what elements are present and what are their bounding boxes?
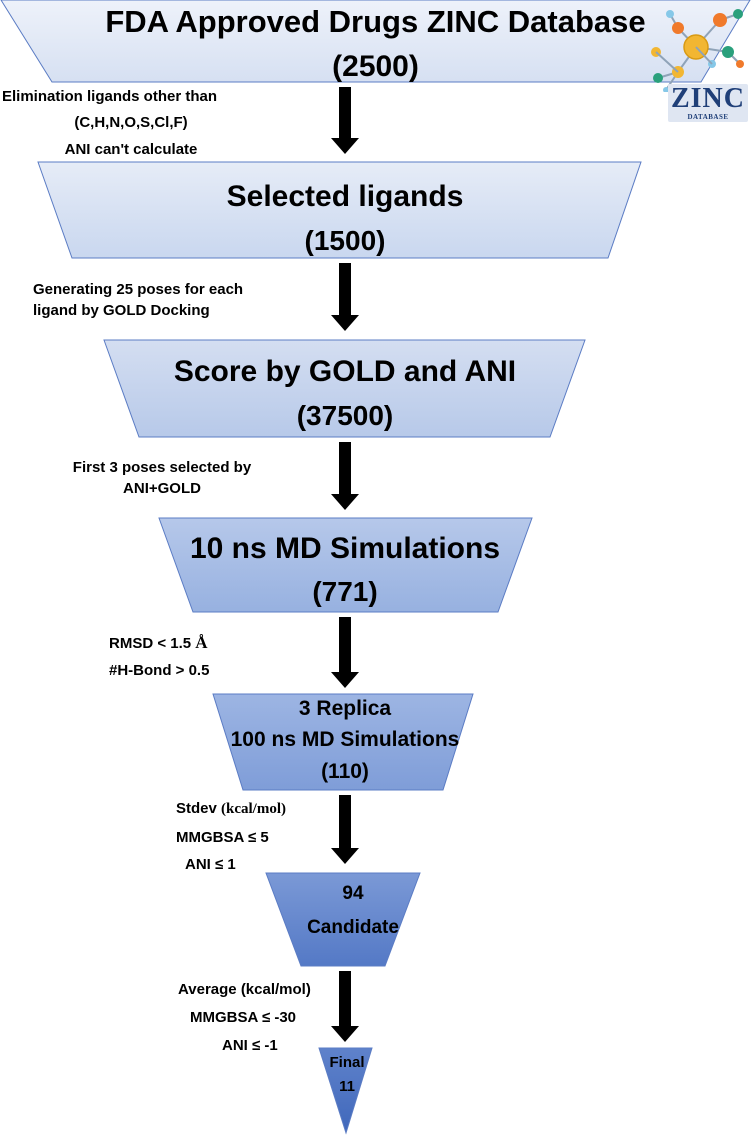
- stage-6-count: 94: [342, 883, 364, 904]
- funnel-stage-7: [318, 1047, 373, 1135]
- zinc-logo-subtext: DATABASE: [687, 113, 729, 121]
- down-arrow-icon-4: [331, 617, 359, 688]
- stage-5-count: (110): [321, 760, 369, 783]
- down-arrow-icon-2: [331, 263, 359, 331]
- stage-6-title: Candidate: [307, 917, 399, 938]
- down-arrow-icon-3: [331, 442, 359, 510]
- criteria-5-unit: (kcal/mol): [221, 801, 287, 817]
- funnel-stage-5: [212, 693, 474, 791]
- criteria-4-line1: RMSD < 1.5 Å: [109, 633, 208, 653]
- funnel-stage-3: [103, 339, 586, 438]
- criteria-2-line1: Generating 25 poses for each: [33, 281, 244, 298]
- stage-1-title: FDA Approved Drugs ZINC Database: [105, 4, 646, 39]
- criteria-5-line2: MMGBSA ≤ 5: [176, 829, 269, 846]
- criteria-4-rmsd: RMSD < 1.5: [109, 635, 196, 652]
- stage-2-title: Selected ligands: [226, 180, 464, 213]
- criteria-2-line2: ligand by GOLD Docking: [33, 302, 210, 319]
- funnel-stage-4: [158, 517, 533, 613]
- zinc-logo: ZINC DATABASE: [640, 2, 750, 124]
- stage-5-title-line1: 3 Replica: [298, 697, 392, 720]
- stage-4-title: 10 ns MD Simulations: [189, 532, 501, 565]
- criteria-6-line1: Average (kcal/mol): [178, 981, 311, 998]
- criteria-4-angstrom: Å: [195, 633, 208, 652]
- down-arrow-icon-5: [331, 795, 359, 864]
- criteria-5-stdev: Stdev: [176, 800, 222, 817]
- down-arrow-icon-1: [331, 87, 359, 154]
- down-arrow-icon-6: [331, 971, 359, 1042]
- criteria-4-line2: #H-Bond > 0.5: [109, 662, 210, 679]
- criteria-6-line2: MMGBSA ≤ -30: [190, 1009, 297, 1026]
- criteria-1-line2: (C,H,N,O,S,Cl,F): [74, 114, 188, 131]
- stage-7-count: 11: [339, 1078, 355, 1095]
- criteria-1-line3: ANI can't calculate: [64, 141, 198, 158]
- criteria-6-line3: ANI ≤ -1: [222, 1037, 278, 1054]
- funnel-stage-6: [265, 872, 421, 967]
- stage-7-title: Final: [329, 1054, 365, 1071]
- molecule-icon: [651, 9, 744, 92]
- funnel-stage-2: [37, 161, 642, 259]
- stage-1-count: (2500): [332, 50, 419, 83]
- criteria-3-line2: ANI+GOLD: [123, 480, 201, 497]
- stage-4-count: (771): [312, 576, 378, 607]
- funnel-stage-1: [0, 0, 751, 83]
- criteria-5-line3: ANI ≤ 1: [185, 856, 236, 873]
- criteria-3-line1: First 3 poses selected by: [72, 459, 252, 476]
- zinc-logo-text: ZINC: [670, 83, 745, 114]
- stage-3-count: (37500): [296, 400, 394, 431]
- stage-5-title-line2: 100 ns MD Simulations: [230, 728, 460, 751]
- stage-2-count: (1500): [304, 225, 386, 256]
- criteria-1-line1: Elimination ligands other than: [2, 88, 218, 105]
- criteria-5-line1: Stdev (kcal/mol): [176, 800, 286, 818]
- zinc-logo-box: ZINC DATABASE: [668, 84, 748, 122]
- stage-3-title: Score by GOLD and ANI: [173, 355, 517, 388]
